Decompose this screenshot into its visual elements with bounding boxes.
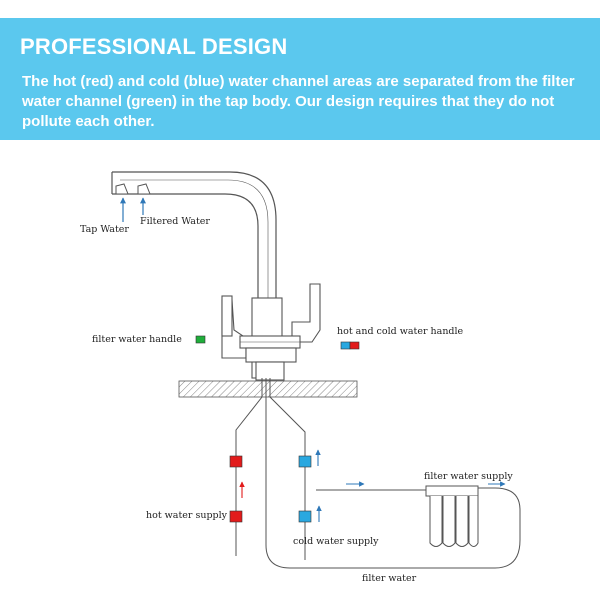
filter-water-label: filter water (362, 573, 417, 584)
spout-outlets (115, 183, 151, 195)
filtered-water-label: Filtered Water (140, 216, 210, 227)
supply-pipes (235, 378, 521, 569)
hot-pipe-marker-upper (229, 455, 243, 468)
countertop (178, 380, 358, 398)
hot-pipe-marker-lower (229, 510, 243, 523)
hot-cold-handle-label: hot and cold water handle (337, 326, 464, 337)
filter-water-supply-label: filter water supply (424, 471, 513, 482)
header-banner: PROFESSIONAL DESIGN The hot (red) and co… (0, 18, 600, 140)
filter-water-handle-label: filter water handle (92, 334, 182, 345)
faucet-spout (111, 171, 277, 300)
banner-description: The hot (red) and cold (blue) water chan… (22, 73, 575, 130)
cold-water-supply-label: cold water supply (293, 536, 379, 547)
cold-handle-swatch (340, 341, 351, 350)
faucet-body (221, 283, 321, 381)
hot-handle-swatch (349, 341, 360, 350)
tap-water-label: Tap Water (80, 224, 129, 235)
cold-pipe-marker-upper (298, 455, 312, 468)
banner-title: PROFESSIONAL DESIGN (20, 34, 288, 59)
filter-unit (425, 485, 479, 547)
hot-water-supply-label: hot water supply (146, 510, 228, 521)
cold-pipe-marker-lower (298, 510, 312, 523)
filter-handle-swatch (195, 335, 206, 344)
